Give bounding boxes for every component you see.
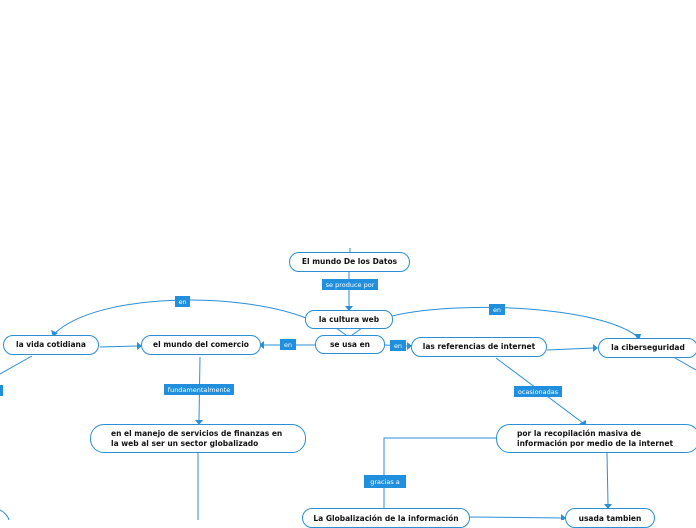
node-usada-tambien[interactable]: usada tambien [565, 508, 655, 528]
label-en-right-top[interactable]: en [489, 304, 505, 315]
node-globalizacion[interactable]: La Globalización de la información [302, 508, 470, 528]
node-mundo-comercio[interactable]: el mundo del comercio [141, 335, 261, 355]
node-se-usa-en[interactable]: se usa en [315, 335, 385, 354]
node-ciberseguridad[interactable]: la ciberseguridad [598, 338, 696, 358]
label-en-mid-left[interactable]: en [280, 339, 296, 350]
label-fragment-left [0, 385, 3, 396]
label-en-mid-right[interactable]: en [390, 340, 406, 351]
label-se-produce-por[interactable]: se produce por [322, 279, 378, 290]
node-vida-cotidiana[interactable]: la vida cotidiana [3, 335, 99, 355]
label-gracias-a[interactable]: gracias a [364, 475, 406, 488]
label-fundamentalmente[interactable]: fundamentalmente [164, 384, 234, 395]
node-cultura-web[interactable]: la cultura web [305, 310, 393, 329]
label-en-left[interactable]: en [175, 296, 190, 307]
node-mundo-datos[interactable]: El mundo De los Datos [289, 252, 410, 272]
node-recopilacion[interactable]: por la recopilación masiva de informació… [496, 424, 696, 453]
node-manejo-finanzas[interactable]: en el manejo de servicios de finanzas en… [90, 424, 306, 453]
label-ocasionadas[interactable]: ocasionadas [514, 386, 562, 397]
node-referencias-internet[interactable]: las referencias de internet [411, 337, 547, 357]
